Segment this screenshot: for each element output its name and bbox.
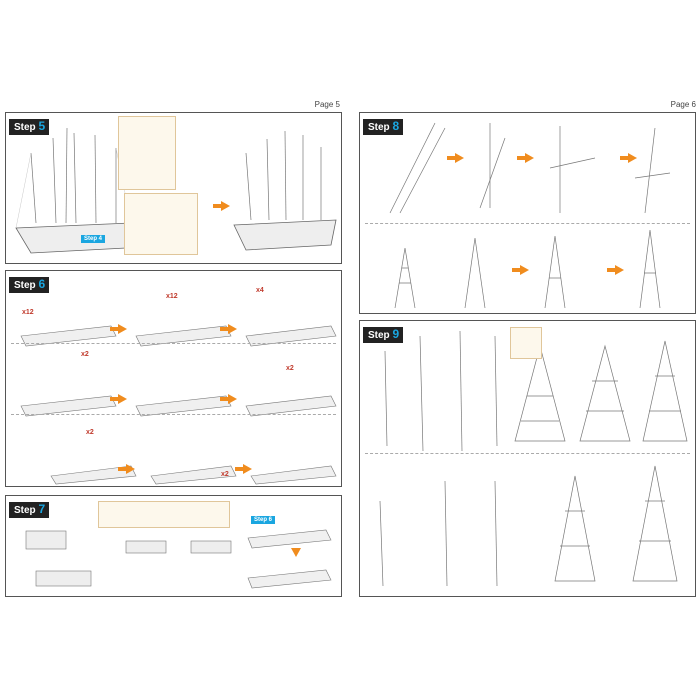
mast-tower-illustration [379,330,688,587]
step-9-panel: Step 9 [359,320,696,597]
divider [365,453,690,454]
mast-rigging-illustration [389,122,671,309]
page-number: Page 6 [670,100,696,109]
page-6: Page 6 Step 8 Step 9 [358,100,698,600]
hull-deck-illustration [20,325,337,485]
hull-assembly-illustration [247,529,332,589]
divider [11,343,336,344]
quantity-label: x2 [286,365,294,372]
divider [365,223,690,224]
step-5-badge: Step 5 [9,119,50,135]
step-7-callout [98,501,230,528]
next-arrow [110,394,127,404]
next-arrow [235,464,252,474]
divider [11,414,336,415]
quantity-label: x2 [81,351,89,358]
step-6-ref: Step 6 [251,516,276,524]
step-9-badge: Step 9 [363,327,404,343]
next-arrow [220,324,237,334]
next-arrow [447,153,464,163]
next-arrow [213,201,230,211]
down-arrow [291,548,301,557]
step-6-panel: Step 6 x12 x12 x4 x2 x2 x2 x2 [5,270,342,487]
quantity-label: x2 [86,429,94,436]
step-6-badge: Step 6 [9,277,50,293]
deck-parts-illustration [25,530,232,587]
next-arrow [517,153,534,163]
step-7-panel: Step 7 Step 6 [5,495,342,597]
step-7-badge: Step 7 [9,502,50,518]
ship-illustration-result [233,130,337,251]
next-arrow [620,153,637,163]
step-5-callout-a [118,116,176,190]
step-5-panel: Step 5 Step 4 [5,112,342,264]
quantity-label: x4 [256,287,264,294]
next-arrow [110,324,127,334]
step-9-callout [510,327,542,359]
step-4-ref: Step 4 [81,235,106,243]
page-number: Page 5 [314,100,340,109]
step-8-badge: Step 8 [363,119,404,135]
quantity-label: x2 [221,471,229,478]
quantity-label: x12 [22,309,34,316]
next-arrow [512,265,529,275]
page-5: Page 5 Step 5 Step 4 [2,100,342,600]
step-5-callout-b [124,193,198,255]
quantity-label: x12 [166,293,178,300]
next-arrow [118,464,135,474]
step-8-panel: Step 8 [359,112,696,314]
next-arrow [607,265,624,275]
next-arrow [220,394,237,404]
